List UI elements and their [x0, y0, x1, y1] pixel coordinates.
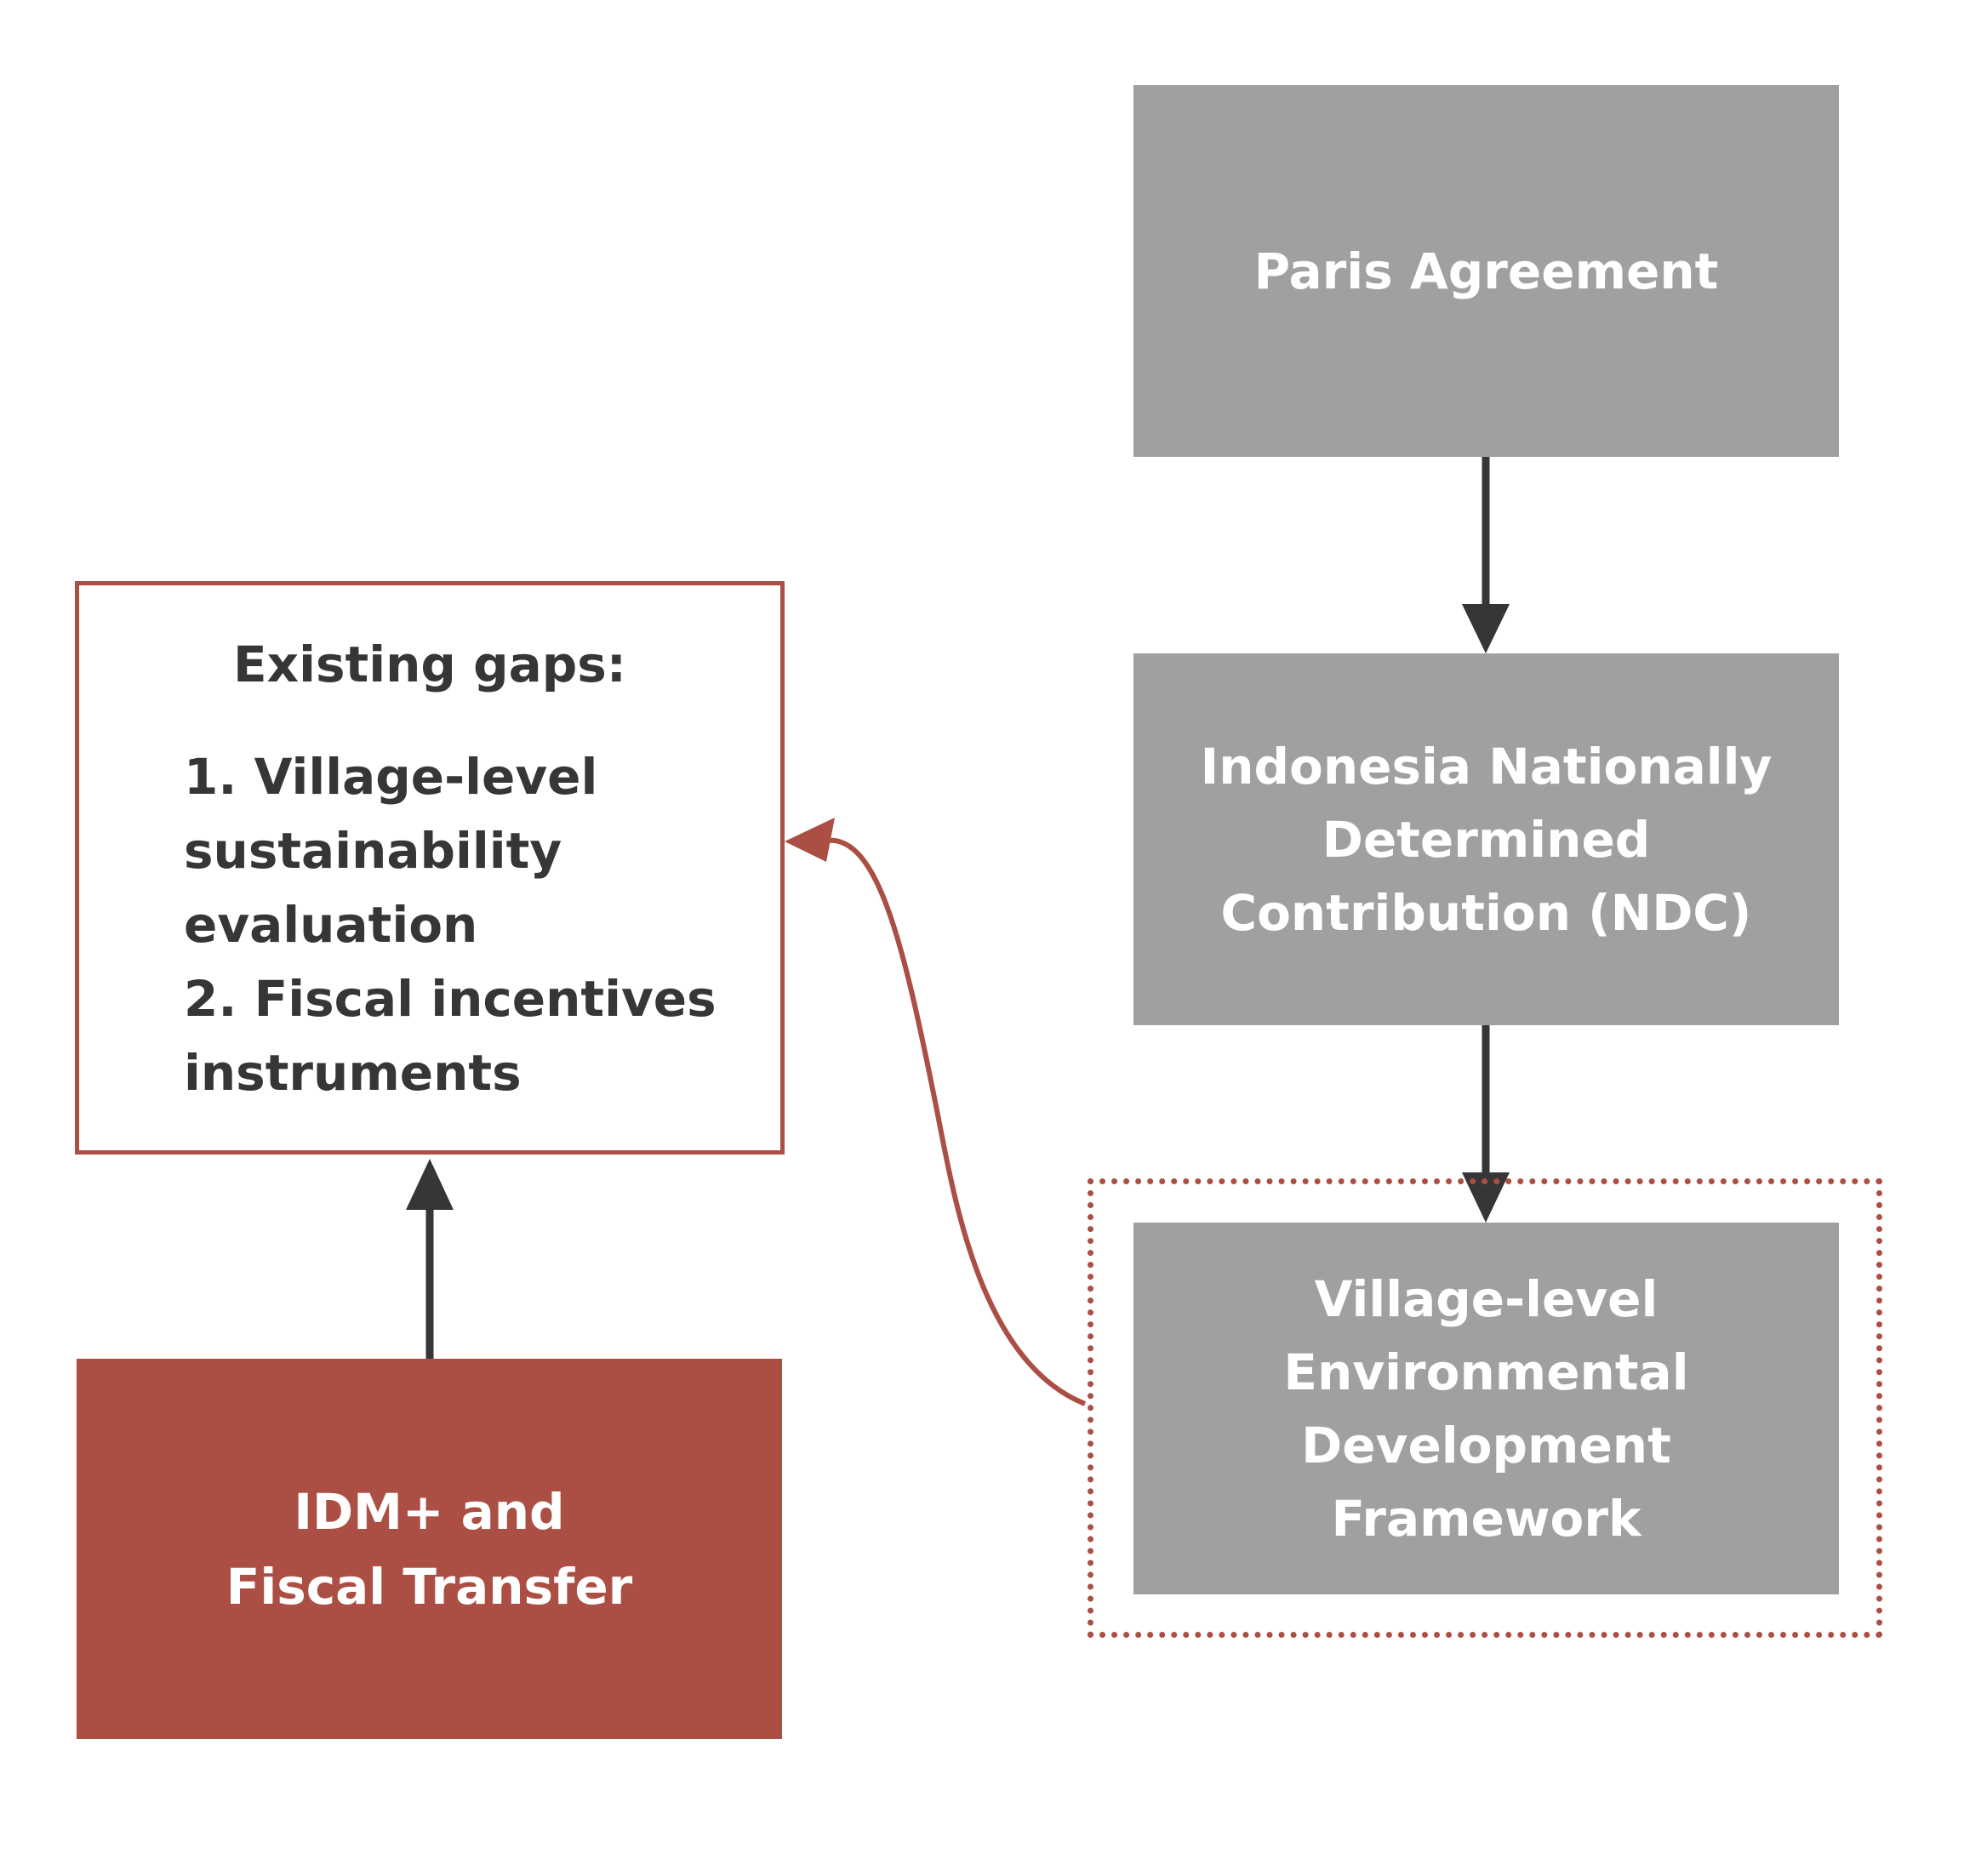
node-existing-gaps: Existing gaps: 1. Village-level sustaina… — [75, 581, 785, 1155]
node-existing-gaps-list: 1. Village-level sustainability evaluati… — [184, 748, 717, 1102]
node-existing-gaps-title: Existing gaps: — [233, 636, 626, 693]
curved-arrow-village-to-gaps — [825, 837, 1087, 1406]
village-highlight-frame — [1088, 1178, 1882, 1638]
arrowhead-ndc-to-village — [1462, 1172, 1510, 1223]
node-paris-agreement: Paris Agreement — [1133, 85, 1839, 457]
node-indonesia-ndc-label: Indonesia Nationally Determined Contribu… — [1200, 737, 1773, 942]
arrowhead-idm-to-gaps — [406, 1159, 454, 1210]
node-paris-agreement-label: Paris Agreement — [1253, 242, 1719, 300]
node-idm-fiscal-transfer-label: IDM+ and Fiscal Transfer — [226, 1482, 633, 1616]
node-idm-fiscal-transfer: IDM+ and Fiscal Transfer — [77, 1359, 782, 1739]
node-indonesia-ndc: Indonesia Nationally Determined Contribu… — [1133, 653, 1839, 1025]
node-village-framework: Village-level Environmental Development … — [1133, 1223, 1839, 1594]
arrowhead-village-to-gaps — [785, 818, 835, 862]
arrowhead-paris-to-ndc — [1462, 604, 1510, 653]
node-village-framework-label: Village-level Environmental Development … — [1283, 1269, 1689, 1548]
